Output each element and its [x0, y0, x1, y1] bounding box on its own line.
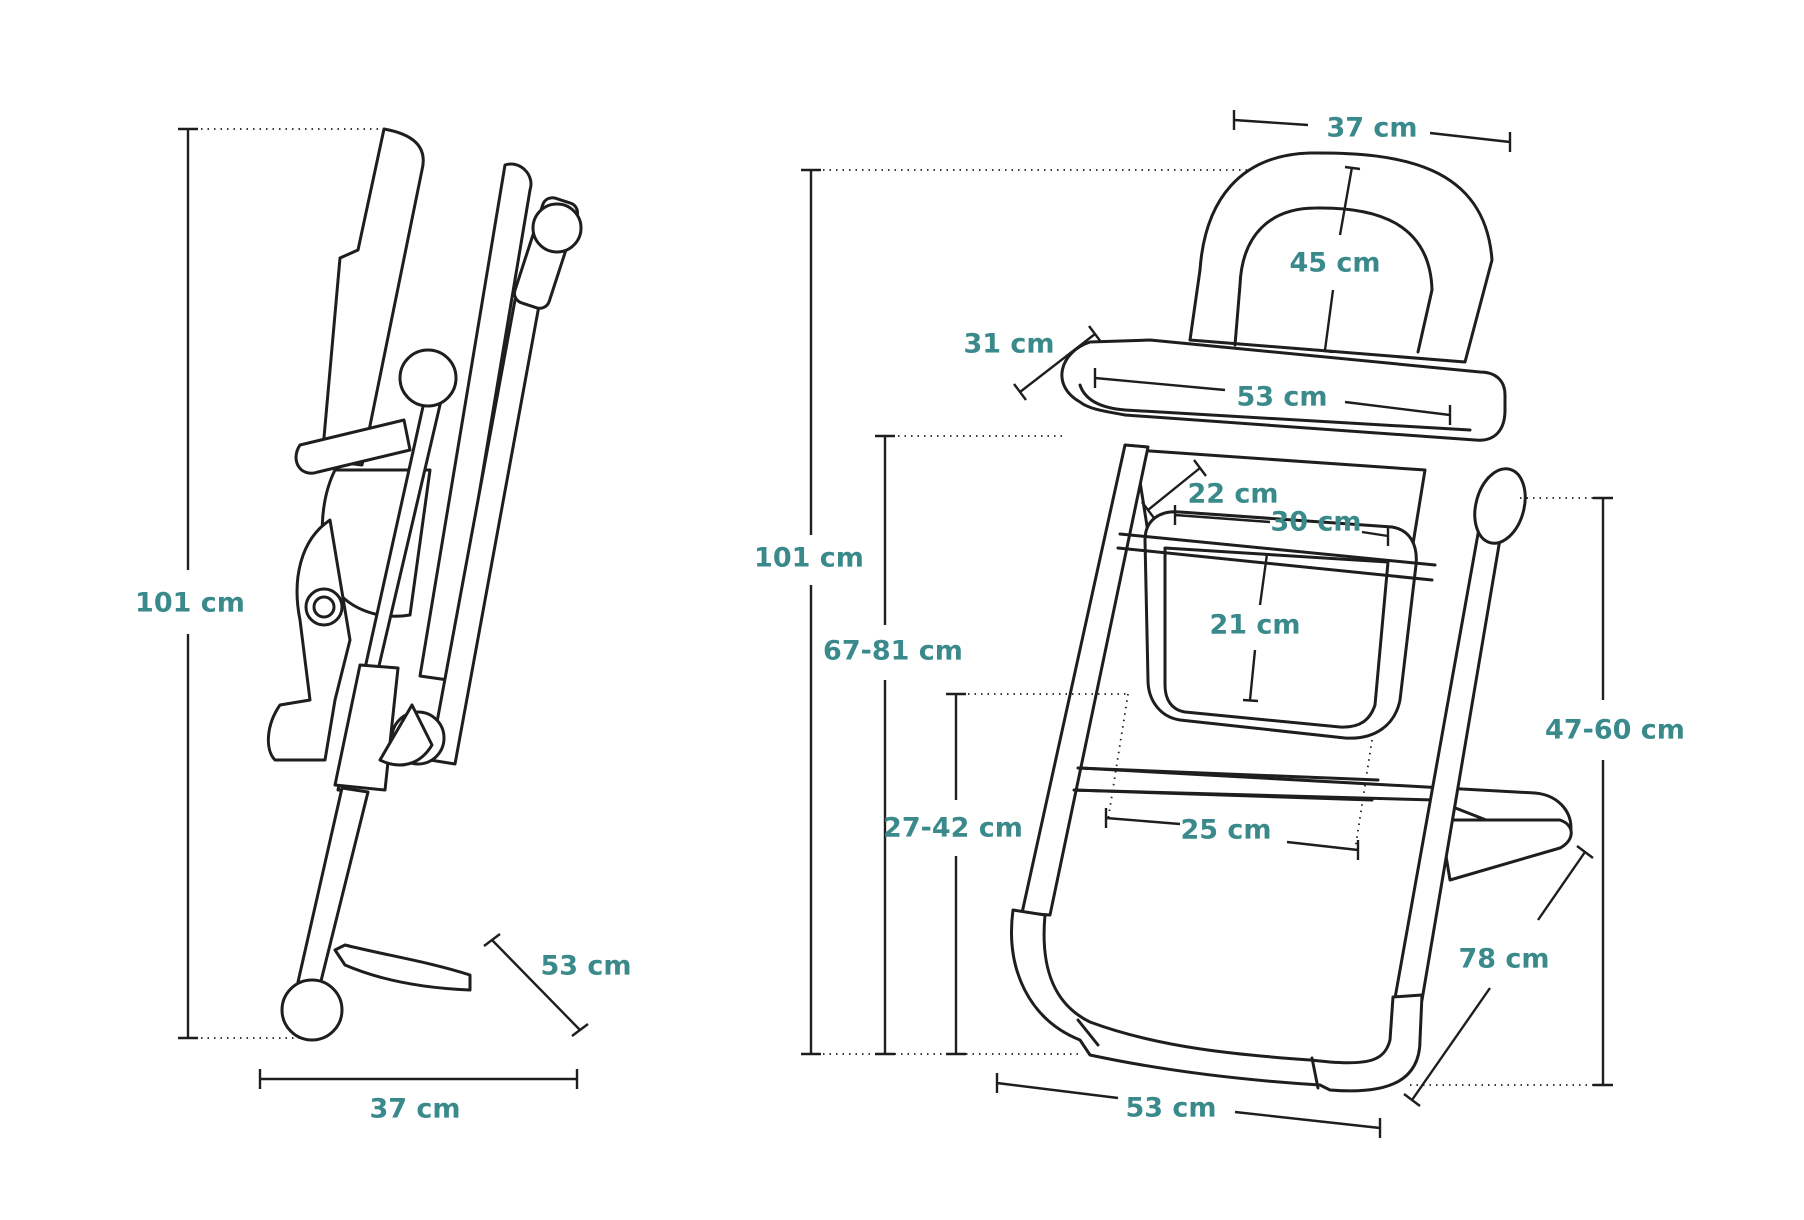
label-seat-width: 30 cm: [1270, 507, 1361, 538]
label-tray-height: 67-81 cm: [823, 636, 963, 667]
label-armrest-height: 47-60 cm: [1545, 715, 1685, 746]
label-back-height: 45 cm: [1289, 248, 1380, 279]
label-folded-height: 101 cm: [135, 588, 245, 619]
label-tray-width: 53 cm: [1236, 382, 1327, 413]
unfolded-chair-drawing: [1010, 151, 1573, 1093]
folded-dimension-lines: [178, 127, 589, 1089]
label-total-height: 101 cm: [754, 543, 864, 574]
label-tray-depth: 31 cm: [963, 329, 1054, 360]
label-folded-width: 37 cm: [369, 1094, 460, 1125]
label-seat-depth: 22 cm: [1187, 479, 1278, 510]
label-seat-height: 27-42 cm: [883, 813, 1023, 844]
label-base-width: 53 cm: [1125, 1093, 1216, 1124]
unfolded-dimension-lines: [801, 110, 1613, 1138]
label-seat-back: 21 cm: [1209, 610, 1300, 641]
dimension-labels: 101 cm 37 cm 53 cm 37 cm 45 cm 31 cm 53 …: [135, 113, 1685, 1125]
label-base-depth: 78 cm: [1458, 944, 1549, 975]
folded-chair-drawing: [266, 127, 583, 1042]
label-back-width: 37 cm: [1326, 113, 1417, 144]
label-folded-depth: 53 cm: [540, 951, 631, 982]
label-footrest-width: 25 cm: [1180, 815, 1271, 846]
